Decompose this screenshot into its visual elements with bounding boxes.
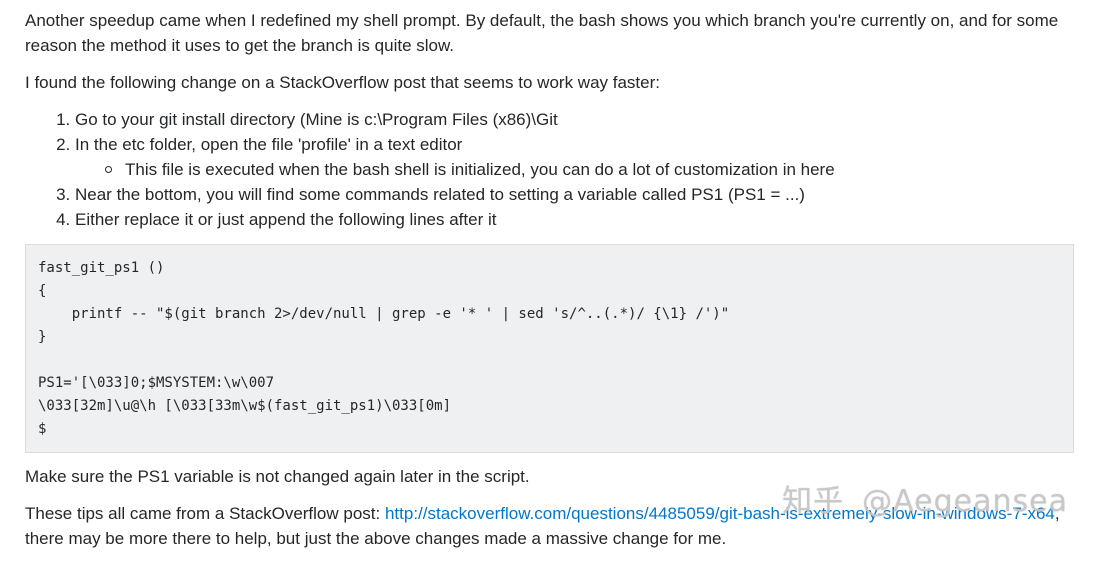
step-item: Go to your git install directory (Mine i… <box>75 107 1074 132</box>
watermark: 知乎 @Aegeansea <box>782 485 1068 519</box>
step-item: Near the bottom, you will find some comm… <box>75 182 1074 207</box>
substeps-list: This file is executed when the bash shel… <box>75 157 1074 182</box>
watermark-brand: 知乎 <box>782 484 845 519</box>
steps-list: Go to your git install directory (Mine i… <box>25 107 1074 232</box>
stackoverflow-link[interactable]: http://stackoverflow.com/questions/44850… <box>384 504 1055 523</box>
paragraph-source: These tips all came from a StackOverflow… <box>25 504 1060 548</box>
step-item: Either replace it or just append the fol… <box>75 207 1074 232</box>
paragraph-found-change: I found the following change on a StackO… <box>25 73 660 92</box>
paragraph-intro: Another speedup came when I redefined my… <box>25 11 1059 55</box>
circle-bullet-icon <box>105 166 112 173</box>
step-item: In the etc folder, open the file 'profil… <box>75 132 1074 182</box>
paragraph-ps1-note: Make sure the PS1 variable is not change… <box>25 467 530 486</box>
watermark-user: @Aegeansea <box>862 484 1068 519</box>
substep-item: This file is executed when the bash shel… <box>105 157 1074 182</box>
article-body: Another speedup came when I redefined my… <box>0 0 1098 551</box>
code-block: fast_git_ps1 () { printf -- "$(git branc… <box>25 244 1074 453</box>
